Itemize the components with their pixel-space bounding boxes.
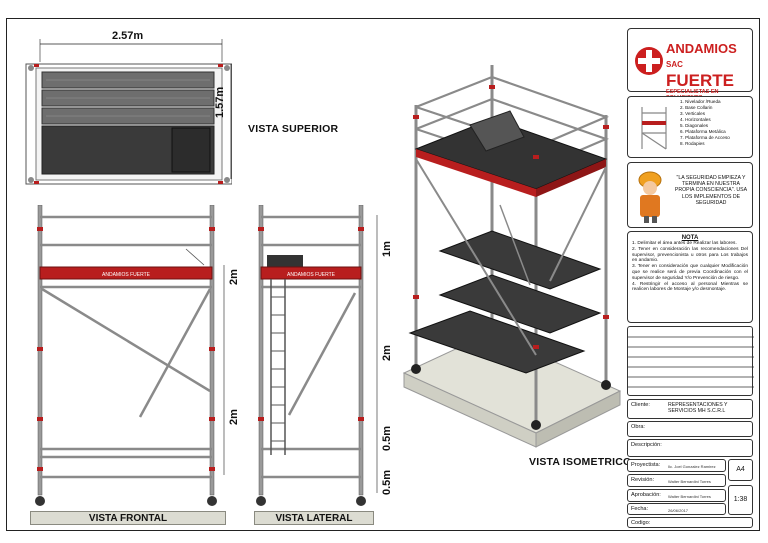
list-item: 7. Plataforma de Acceso [680, 135, 730, 140]
side-view-drawing: ANDAMIOS FUERTE [256, 204, 378, 506]
review-label: Revisión: [631, 477, 655, 483]
list-item: 1. Nivelador /Rueda [680, 99, 721, 104]
view-label-frontal: VISTA FRONTAL [88, 513, 168, 524]
note-item: 3. Tener en consideración que cualquier … [632, 264, 748, 281]
note-item: 4. Restringir el acceso al personal Mien… [632, 281, 748, 293]
scale-box: 1:38 [728, 485, 753, 515]
code-label: Codigo: [631, 520, 651, 526]
top-view: 2.57m [22, 30, 233, 204]
side-dim-05a: 0.5m [381, 425, 393, 451]
client-value: REPRESENTACIONES Y SERVICIOS MH S.C.R.L [668, 402, 728, 414]
designer-value: Ilc. Joel Gonzalez Ramirez [668, 464, 716, 469]
notes-box: NOTA 1. Delimitar el área antes de Reali… [627, 231, 753, 323]
top-view-drawing [25, 39, 233, 185]
designer-field: Proyectista: Ilc. Joel Gonzalez Ramirez [627, 459, 726, 472]
list-item: 8. Rodapies [680, 141, 705, 146]
list-item: 4. Horizontales [680, 117, 711, 122]
company-logo-icon [635, 47, 663, 75]
side-dim-05b: 0.5m [381, 469, 393, 495]
description-label: Descripción: [631, 442, 662, 448]
approval-field: Aprobación: Walter Bernardini Torres [627, 489, 726, 502]
front-height-dim-1: 2m [228, 269, 240, 285]
notes-title: NOTA [681, 235, 699, 241]
logo-suffix: SAC [666, 60, 683, 69]
date-field: Fecha: 26/06/2017 [627, 503, 726, 515]
safety-worker-icon [638, 171, 662, 223]
parts-list-box: 1. Nivelador /Rueda 2. Base Collarin 3. … [627, 96, 753, 158]
list-item: 3. Verticales [680, 111, 706, 116]
side-view-base: VISTA LATERAL [254, 511, 374, 525]
date-value: 26/06/2017 [668, 508, 689, 513]
designer-label: Proyectista: [631, 462, 661, 468]
view-label-lateral: VISTA LATERAL [275, 513, 353, 524]
safety-message-box: "LA SEGURIDAD EMPIEZA Y TERMINA EN NUEST… [627, 162, 753, 228]
list-item: 2. Base Collarin [680, 105, 713, 110]
platform-brand-side: ANDAMIOS FUERTE [287, 272, 336, 278]
platform-brand-front: ANDAMIOS FUERTE [102, 272, 151, 278]
drawing-scale: 1:38 [733, 496, 748, 503]
front-view: ANDAMIOS FUERTE 2m 2m [28, 204, 240, 510]
drawing-sheet [6, 18, 760, 531]
revision-table-lines [628, 336, 754, 388]
sheet-size-box: A4 [728, 459, 753, 481]
top-width-dimension: 2.57m [112, 30, 144, 42]
code-field: Codigo: [627, 517, 753, 528]
view-label-isometrico: VISTA ISOMETRICO [529, 456, 632, 468]
project-field: Obra: [627, 421, 753, 437]
description-field: Descripción: [627, 439, 753, 457]
safety-message: "LA SEGURIDAD EMPIEZA Y TERMINA EN NUEST… [674, 175, 748, 206]
view-label-superior: VISTA SUPERIOR [248, 123, 339, 135]
review-field: Revisión: Walter Bernardini Torres [627, 474, 726, 487]
review-value: Walter Bernardini Torres [668, 479, 711, 484]
top-depth-dimension: 1.57m [214, 86, 226, 118]
list-item: 6. Plataforma Metálica [680, 129, 726, 134]
date-label: Fecha: [631, 506, 649, 512]
isometric-view [400, 55, 625, 455]
client-field: Cliente: REPRESENTACIONES Y SERVICIOS MH… [627, 399, 753, 419]
approval-label: Aprobación: [631, 492, 661, 498]
note-item: 1. Delimitar el área antes de Realizar l… [632, 241, 737, 246]
side-view: ANDAMIOS FUERTE 1m 2m 0.5m 0.5m [255, 204, 405, 510]
front-view-base: VISTA FRONTAL [30, 511, 226, 525]
side-dim-1m: 1m [381, 241, 393, 257]
client-label: Cliente: [631, 402, 650, 408]
note-item: 2. Tener en consideración las recomendac… [632, 246, 748, 264]
front-height-dim-2: 2m [228, 409, 240, 425]
front-view-drawing: ANDAMIOS FUERTE [35, 204, 225, 506]
project-label: Obra: [631, 424, 645, 430]
list-item: 5. Diagonales [680, 123, 709, 128]
isometric-drawing [402, 65, 622, 448]
parts-list: 1. Nivelador /Rueda 2. Base Collarin 3. … [680, 99, 752, 147]
approval-value: Walter Bernardini Torres [668, 494, 711, 499]
revision-table [627, 326, 754, 396]
sheet-size: A4 [736, 466, 745, 473]
logo-line1: ANDAMIOS [666, 41, 737, 56]
side-dim-2m: 2m [381, 345, 393, 361]
scaffold-thumbnail-icon [641, 107, 667, 150]
company-logo-box: ANDAMIOS SAC FUERTE ESPECIALISTAS EN SOL… [627, 28, 753, 101]
top-depth-dimline [226, 64, 236, 184]
logo-line2: FUERTE [666, 71, 734, 90]
